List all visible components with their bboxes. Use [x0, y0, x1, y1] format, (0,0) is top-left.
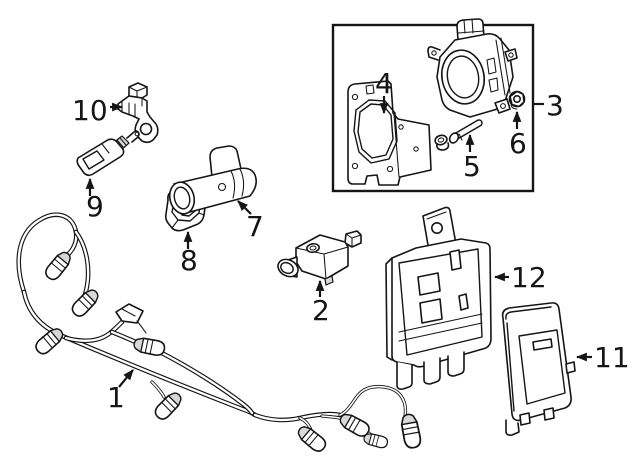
- callout-1-arrow: [118, 369, 134, 388]
- harness-flag-connector: [115, 303, 147, 334]
- callout-2-label: 2: [312, 294, 330, 327]
- callout-arrows: [85, 96, 592, 388]
- callout-11-label: 11: [594, 341, 630, 374]
- part-11-control-module: [501, 302, 576, 436]
- part-9-sensor: [76, 130, 140, 177]
- callout-3-label: 3: [546, 89, 564, 122]
- harness-connector: [398, 412, 423, 450]
- part-1-wiring-harness: [16, 212, 423, 456]
- part-6-nut: [508, 90, 526, 110]
- part-2-camera-sensor: [277, 230, 362, 286]
- callout-8-label: 8: [180, 244, 198, 277]
- harness-connector: [151, 388, 186, 423]
- callout-7-label: 7: [246, 210, 264, 243]
- part-5-bolt: [448, 119, 483, 144]
- harness-connector: [362, 431, 390, 450]
- harness-connector: [41, 248, 75, 283]
- callout-7-arrow: [237, 200, 252, 215]
- callout-labels: 1 2 3 4 5 6 7 8 9 10 11 12: [72, 67, 630, 414]
- callout-4-label: 4: [375, 67, 393, 100]
- callout-1-label: 1: [107, 381, 125, 414]
- radar-distance-sensor: [427, 18, 518, 118]
- part-12-bracket: [385, 206, 492, 390]
- part-4-bracket: [347, 80, 432, 186]
- callout-6-label: 6: [509, 127, 527, 160]
- callout-5-label: 5: [463, 150, 481, 183]
- push-pin-clip: [434, 134, 450, 151]
- callout-10-label: 10: [72, 94, 108, 127]
- part-7-parking-sensor: [168, 145, 257, 215]
- callout-9-label: 9: [86, 190, 104, 223]
- part-3-assembly-box: [331, 23, 535, 193]
- callout-12-label: 12: [511, 261, 547, 294]
- harness-connector: [132, 335, 167, 358]
